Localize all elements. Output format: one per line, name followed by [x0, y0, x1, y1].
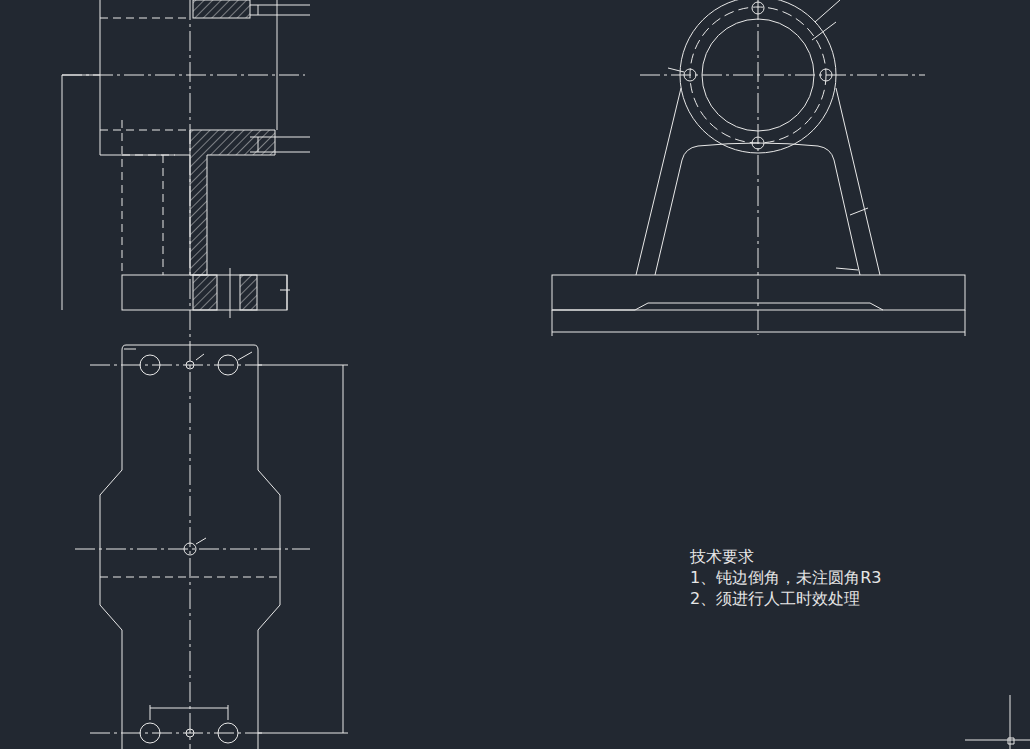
dimension-line	[230, 268, 290, 318]
dimension-line	[150, 365, 348, 733]
hatch-region	[193, 0, 250, 18]
technical-note: 2、须进行人工时效处理	[690, 589, 860, 609]
center-line	[75, 365, 310, 733]
center-line	[640, 0, 925, 335]
support-leg	[636, 88, 880, 275]
outline	[100, 0, 277, 155]
threaded-hole	[250, 5, 310, 152]
web-opening	[655, 143, 860, 275]
leader-line	[124, 349, 252, 544]
center-line	[62, 75, 305, 76]
base-plate	[552, 275, 965, 310]
hatch-region	[193, 275, 217, 310]
outline	[100, 345, 280, 749]
notes-heading: 技术要求	[690, 547, 754, 567]
dimension-line	[552, 310, 965, 336]
center-line	[190, 0, 191, 749]
hatch-region	[240, 275, 257, 310]
title-frame	[965, 695, 1030, 749]
technical-note: 1、钝边倒角，未注圆角R3	[690, 568, 881, 588]
leader-line	[668, 0, 868, 270]
outline	[122, 275, 287, 310]
hidden-line	[100, 18, 190, 275]
dimension-line	[62, 75, 100, 310]
hidden-line	[100, 577, 280, 578]
base-relief	[552, 303, 883, 310]
